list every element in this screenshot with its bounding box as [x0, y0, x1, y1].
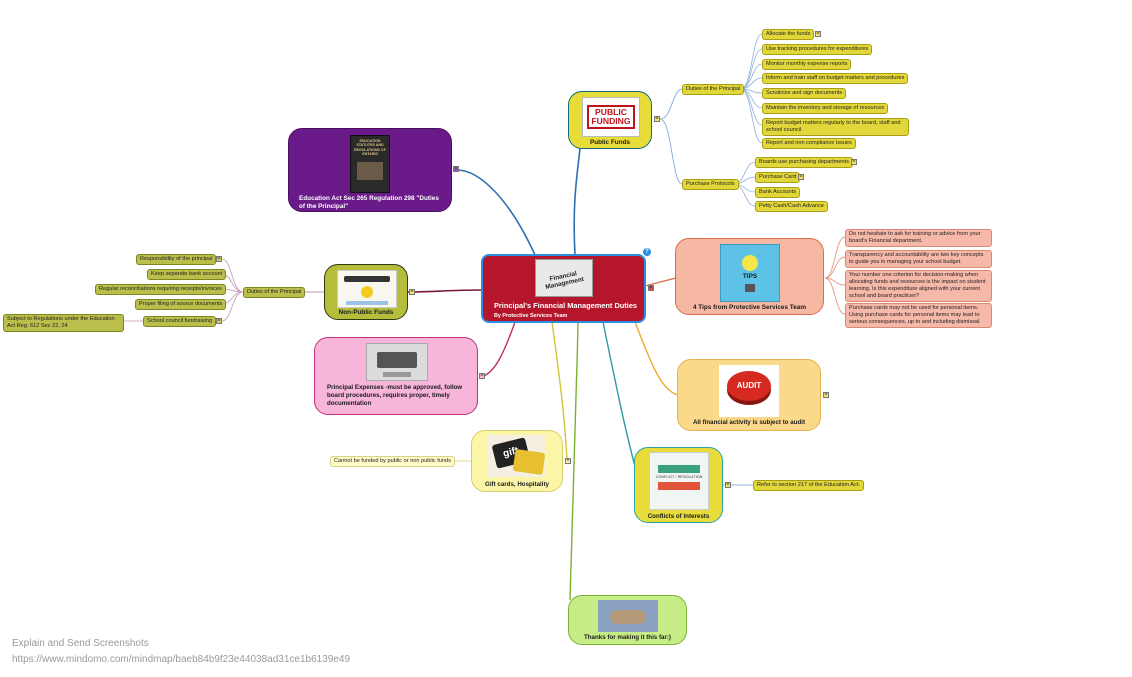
principal-expenses-toggle[interactable]: = — [479, 373, 485, 379]
tip-4[interactable]: Purchase cards may not be used for perso… — [845, 303, 992, 328]
duty-tracking-procedures[interactable]: Use tracking procedures for expenditures — [762, 44, 873, 55]
protocol-petty-cash[interactable]: Petty Cash/Cash Advance — [755, 201, 828, 212]
protocol-purchase-card[interactable]: Purchase Card — [755, 172, 801, 183]
conflicts-label: Conflicts of Interests — [647, 513, 710, 520]
central-help-badge[interactable]: ? — [643, 248, 651, 256]
fundraising-image — [337, 270, 397, 308]
duty-inform-train-staff[interactable]: Inform and train staff on budget matters… — [762, 73, 909, 84]
tips-lightbulb-image: TIPS — [720, 244, 780, 302]
duty-monitor-reports[interactable]: Monitor monthly expense reports — [762, 59, 852, 70]
purchase-protocols[interactable]: Purchase Protocols — [682, 179, 739, 190]
school-council-toggle[interactable]: = — [216, 318, 222, 324]
education-act-toggle[interactable]: = — [453, 166, 459, 172]
thanks-node[interactable]: Thanks for making it this far:) — [568, 595, 687, 645]
principal-expenses-node[interactable]: Principal Expenses -must be approved, fo… — [314, 337, 478, 415]
public-funds-label: Public Funds — [589, 139, 631, 146]
gift-cards-toggle[interactable]: = — [565, 458, 571, 464]
non-public-duties-of-principal[interactable]: Duties of the Principal — [243, 287, 306, 298]
conflict-resolution-image: CONFLICT / RESOLUTION — [649, 452, 709, 510]
education-book-image: EDUCATION STATUTES AND REGULATIONS OF ON… — [350, 135, 390, 193]
np-responsibility[interactable]: Responsibility of the principal — [136, 254, 217, 265]
duty-allocate-funds[interactable]: Allocate the funds — [762, 29, 815, 40]
np-filing[interactable]: Proper filing of source documents — [135, 299, 227, 310]
thanks-label: Thanks for making it this far:) — [584, 634, 671, 641]
financial-management-image: Financial Management — [535, 259, 593, 297]
audit-node[interactable]: AUDIT All financial activity is subject … — [677, 359, 821, 431]
education-act-node[interactable]: EDUCATION STATUTES AND REGULATIONS OF ON… — [288, 128, 452, 212]
principal-expenses-label: Principal Expenses -must be approved, fo… — [327, 384, 463, 407]
conflicts-node[interactable]: CONFLICT / RESOLUTION Conflicts of Inter… — [634, 447, 723, 523]
purchasing-departments-toggle[interactable]: = — [851, 159, 857, 165]
audit-label: All financial activity is subject to aud… — [692, 419, 806, 426]
audit-toggle[interactable]: = — [823, 392, 829, 398]
tips-label: 4 Tips from Protective Services Team — [692, 304, 807, 311]
duty-scrutinize-sign[interactable]: Scrutinize and sign documents — [762, 88, 847, 99]
gift-cards-node[interactable]: gift Gift cards, Hospitality — [471, 430, 563, 492]
duty-maintain-inventory[interactable]: Maintain the inventory and storage of re… — [762, 103, 889, 114]
conflicts-toggle[interactable]: = — [725, 482, 731, 488]
np-separate-account[interactable]: Keep separate bank account — [147, 269, 227, 280]
tips-node[interactable]: TIPS 4 Tips from Protective Services Tea… — [675, 238, 824, 315]
audit-button-image: AUDIT — [719, 365, 779, 417]
education-act-label: Education Act Sec 265 Regulation 298 "Du… — [299, 195, 439, 210]
protocol-purchasing-departments[interactable]: Boards use purchasing departments — [755, 157, 853, 168]
responsibility-toggle[interactable]: = — [216, 256, 222, 262]
public-funds-node[interactable]: PUBLIC FUNDING Public Funds — [568, 91, 652, 149]
central-title: Principal's Financial Management Duties … — [494, 301, 638, 320]
np-reconciliations[interactable]: Regular reconciliations requiring receip… — [95, 284, 226, 295]
np-school-council[interactable]: School council fundraising — [143, 316, 216, 327]
non-public-funds-node[interactable]: Non-Public Funds — [324, 264, 408, 320]
allocate-funds-toggle[interactable]: = — [815, 31, 821, 37]
gift-cards-note[interactable]: Cannot be funded by public or non public… — [330, 456, 455, 467]
tip-2[interactable]: Transparency and accountability are two … — [845, 250, 992, 268]
non-public-toggle[interactable]: = — [409, 289, 415, 295]
tip-3[interactable]: Your number one criterion for decision-m… — [845, 270, 992, 302]
protocol-bank-accounts[interactable]: Bank Accounts — [755, 187, 801, 198]
purchase-card-toggle[interactable]: = — [798, 174, 804, 180]
central-topic[interactable]: Financial Management Principal's Financi… — [481, 254, 646, 323]
tip-1[interactable]: Do not hesitate to ask for training or a… — [845, 229, 992, 247]
gift-cards-label: Gift cards, Hospitality — [485, 481, 549, 488]
footer-url[interactable]: https://www.mindomo.com/mindmap/baeb84b9… — [12, 654, 351, 665]
calculator-image — [366, 343, 428, 381]
sleeping-cat-image — [598, 600, 658, 632]
duty-report-budget[interactable]: Report budget matters regularly to the b… — [762, 118, 909, 136]
conflicts-note[interactable]: Refer to section 217 of the Education Ac… — [753, 480, 864, 491]
public-funding-image: PUBLIC FUNDING — [582, 97, 640, 137]
np-regulation[interactable]: Subject to Regulations under the Educati… — [3, 314, 124, 332]
footer-title: Explain and Send Screenshots — [12, 638, 149, 649]
central-subtitle: By Protective Services Team — [494, 313, 568, 320]
public-duties-of-principal[interactable]: Duties of the Principal — [682, 84, 745, 95]
duty-report-non-compliance[interactable]: Report and non compliance issues — [762, 138, 856, 149]
non-public-funds-label: Non-Public Funds — [338, 309, 394, 316]
gift-card-image: gift — [488, 435, 546, 477]
public-funds-toggle[interactable]: = — [654, 116, 660, 122]
central-toggle[interactable]: = — [648, 285, 654, 291]
